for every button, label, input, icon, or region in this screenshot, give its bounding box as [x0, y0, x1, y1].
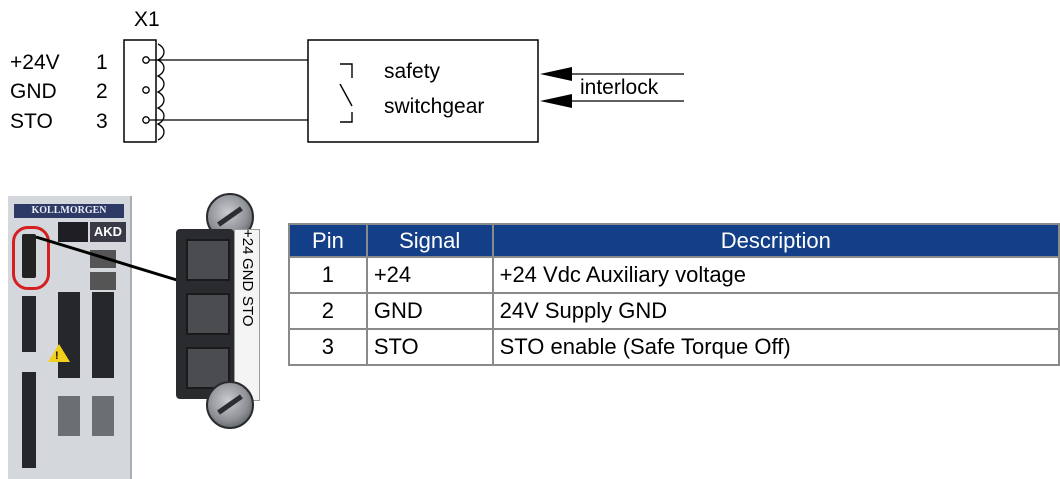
drive-display: [58, 222, 88, 242]
pin-table: Pin Signal Description 1 +24 +24 Vdc Aux…: [288, 223, 1060, 366]
pin-signal-3: STO: [10, 110, 53, 133]
interlock-arrow-bottom: [540, 94, 572, 108]
connector-name: X1: [134, 8, 160, 31]
pin-number-2: 2: [96, 80, 108, 103]
switchgear-label-line1: safety: [384, 60, 441, 83]
pin-signal-1: +24V: [10, 51, 60, 74]
x1-plug-image: +24 GND STO: [176, 193, 260, 429]
table-row: 1 +24 +24 Vdc Auxiliary voltage: [288, 256, 1060, 294]
drive-port-x3: [22, 372, 36, 468]
plug-label-24v: +24: [239, 229, 256, 255]
header-signal: Signal: [365, 223, 494, 258]
table-header-row: Pin Signal Description: [288, 223, 1060, 258]
plug-screw-bottom: [206, 381, 254, 429]
plug-slot-1: [186, 239, 230, 281]
cell-signal: GND: [365, 292, 494, 330]
drive-port-x9: [58, 396, 80, 436]
cell-description: 24V Supply GND: [491, 292, 1060, 330]
x1-terminal-2: [142, 86, 150, 94]
switch-contact-top: [340, 63, 353, 78]
drive-model: AKD: [90, 222, 126, 242]
wiring-diagram: [123, 39, 684, 143]
drive-brand: KOLLMORGEN: [14, 204, 124, 218]
drive-port-x10: [92, 396, 114, 436]
header-pin: Pin: [288, 223, 368, 258]
table-row: 3 STO STO enable (Safe Torque Off): [288, 328, 1060, 366]
plug-slot-2: [186, 293, 230, 335]
plug-body: [176, 229, 234, 399]
safety-switchgear-box: [307, 39, 539, 143]
switchgear-label-line2: switchgear: [384, 95, 485, 118]
interlock-label: interlock: [580, 76, 659, 99]
interlock-arrow-top: [540, 67, 572, 81]
warning-mark: !: [55, 350, 59, 362]
x1-highlight-ring: [12, 226, 50, 290]
cell-signal: STO: [365, 328, 494, 366]
table-row: 2 GND 24V Supply GND: [288, 292, 1060, 330]
cell-pin: 2: [288, 292, 368, 330]
pin-number-3: 3: [96, 110, 108, 133]
switch-blade: [339, 83, 353, 107]
pin-number-1: 1: [96, 51, 108, 74]
drive-port-x6: [90, 272, 116, 290]
cell-pin: 1: [288, 256, 368, 294]
warning-icon: [48, 344, 70, 362]
cell-pin: 3: [288, 328, 368, 366]
cell-description: +24 Vdc Auxiliary voltage: [491, 256, 1060, 294]
cell-description: STO enable (Safe Torque Off): [491, 328, 1060, 366]
x1-connector-outline: [123, 39, 157, 143]
drive-port-x2: [22, 296, 36, 352]
drive-port-x8: [92, 292, 114, 378]
drive-image: KOLLMORGEN AKD !: [8, 196, 132, 479]
switch-contact-bottom: [340, 112, 353, 123]
plug-label-gnd: GND: [239, 258, 256, 292]
cell-signal: +24: [365, 256, 494, 294]
plug-label: +24 GND STO: [236, 229, 256, 399]
header-description: Description: [491, 223, 1060, 258]
plug-label-strip: [234, 229, 260, 401]
drive-x1-connector: [22, 234, 36, 278]
plug-label-sto: STO: [239, 295, 256, 327]
pin-signal-2: GND: [10, 80, 57, 103]
